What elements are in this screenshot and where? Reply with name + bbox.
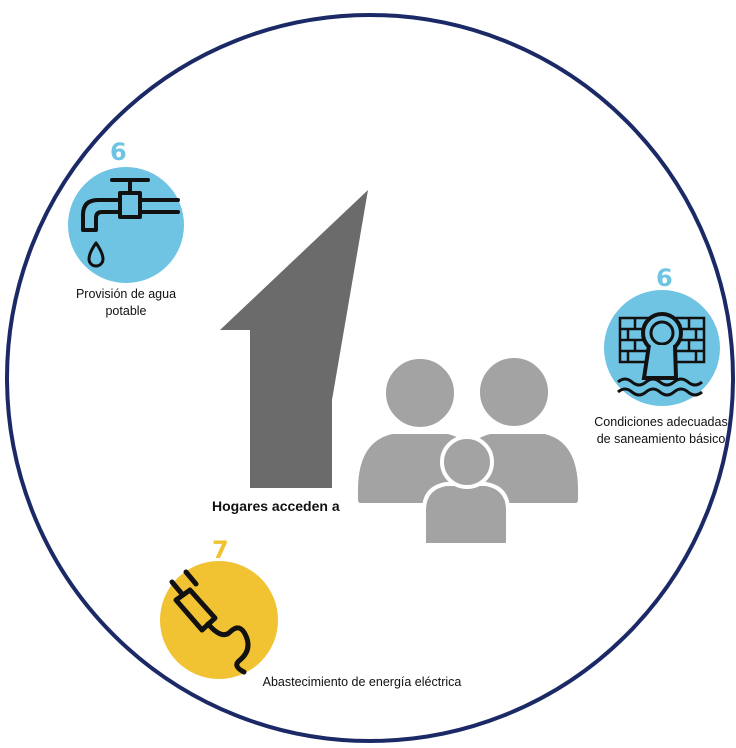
outer-ring: [5, 13, 735, 743]
energy-sdg-number: 7: [212, 536, 229, 564]
water-circle: [68, 167, 184, 283]
house-icon: [220, 190, 368, 488]
family-icon: [354, 354, 582, 547]
sanitation-circle: [604, 290, 720, 406]
energy-circle: [160, 561, 278, 679]
electric-plug-icon: [169, 569, 251, 675]
faucet-icon: [81, 178, 180, 268]
sanitation-sdg-number: 6: [656, 264, 673, 292]
water-sdg-number: 6: [110, 138, 127, 166]
sewer-pipe-icon: [617, 312, 706, 397]
sanitation-label: Condiciones adecuadas de saneamiento bás…: [594, 415, 728, 446]
center-title: Hogares acceden a: [212, 498, 340, 514]
water-label: Provisión de agua potable: [75, 287, 177, 318]
energy-label: Abastecimiento de energía eléctrica: [262, 675, 462, 689]
